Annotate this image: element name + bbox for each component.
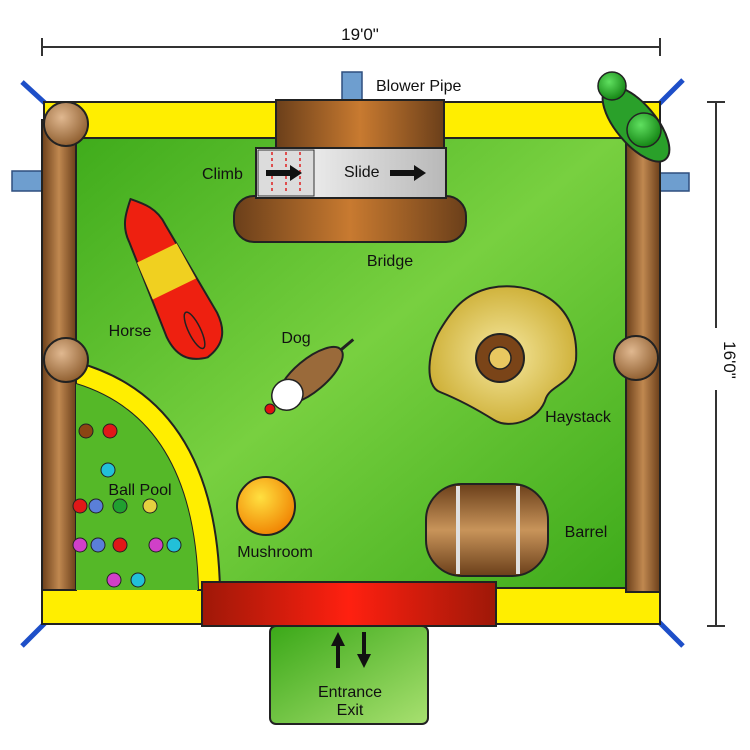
width-dimension-label-bg — [322, 20, 400, 46]
mushroom-cap — [236, 476, 296, 536]
ball — [112, 537, 128, 553]
dog-head — [271, 378, 304, 411]
climb-arrow-icon — [266, 165, 302, 181]
horse-label: Horse — [109, 323, 152, 340]
exit-label: Exit — [337, 702, 364, 719]
horse-obstacle: Horse — [109, 197, 224, 360]
length-dimension-label-bg — [706, 328, 730, 390]
slide-label: Slide — [344, 164, 380, 181]
ball — [102, 423, 118, 439]
ball — [90, 537, 106, 553]
haystack-label: Haystack — [545, 409, 612, 426]
corner-pillar — [597, 71, 671, 163]
barrel-label: Barrel — [565, 524, 608, 541]
barrel-body — [425, 483, 549, 577]
arrow-up-icon — [331, 632, 345, 668]
mushroom-label: Mushroom — [237, 544, 313, 561]
dog-label: Dog — [281, 330, 310, 347]
horse-stripe — [137, 243, 196, 300]
horse-handle — [183, 311, 206, 350]
anchor-stake-top-right — [657, 78, 685, 106]
width-dimension: 19'0" — [41, 20, 661, 56]
ball — [112, 498, 128, 514]
entrance-exit-mat — [269, 625, 429, 725]
mushroom-obstacle: Mushroom — [236, 476, 313, 561]
ball-pool: Ball Pool — [72, 360, 222, 591]
ball — [142, 498, 158, 514]
anchor-stake-bottom-left — [20, 620, 48, 648]
length-dimension-label: 16'0" — [720, 341, 739, 379]
haystack-obstacle: Haystack — [428, 285, 612, 426]
length-dimension: 16'0" — [706, 101, 739, 627]
ball-pool-label: Ball Pool — [108, 482, 171, 499]
dog-tail — [340, 338, 355, 351]
ball — [148, 537, 164, 553]
corner-knob-top-left — [43, 101, 89, 147]
entrance-exit-pad: Entrance Exit — [269, 625, 429, 725]
ball — [88, 498, 104, 514]
blower-pipe-label: Blower Pipe — [376, 78, 461, 95]
corner-pillar-ball-top — [597, 71, 627, 101]
ball — [78, 423, 94, 439]
anchor-stakes — [20, 78, 685, 648]
side-pipe-left — [11, 170, 45, 192]
anchor-stake-top-left — [20, 80, 48, 106]
side-knob-right — [613, 335, 659, 381]
ball — [166, 537, 182, 553]
dog-obstacle: Dog — [264, 330, 355, 415]
entrance-label: Entrance — [318, 684, 382, 701]
corner-pillar-ball-bottom — [626, 112, 662, 148]
bridge-base — [233, 195, 467, 243]
bottom-wall-left — [41, 587, 211, 625]
ball — [72, 537, 88, 553]
ball — [100, 462, 116, 478]
climb-label: Climb — [202, 166, 243, 183]
barrel-obstacle: Barrel — [425, 483, 608, 577]
arrow-down-icon — [357, 632, 371, 668]
ball-pool-balls — [72, 423, 182, 588]
ball — [130, 572, 146, 588]
bridge-top — [275, 99, 445, 149]
climb-slide-bridge: Climb Slide Bridge — [202, 99, 467, 270]
anchor-stake-bottom-right — [657, 620, 685, 648]
bottom-wall-right — [489, 587, 661, 625]
ball — [106, 572, 122, 588]
dog-nose — [264, 403, 276, 415]
haystack-hole — [488, 346, 512, 370]
entrance-ramp — [201, 581, 497, 627]
width-dimension-label: 19'0" — [341, 25, 379, 44]
slide-arrow-icon — [390, 165, 426, 181]
bridge-label: Bridge — [367, 253, 413, 270]
side-knob-left — [43, 337, 89, 383]
ball — [72, 498, 88, 514]
